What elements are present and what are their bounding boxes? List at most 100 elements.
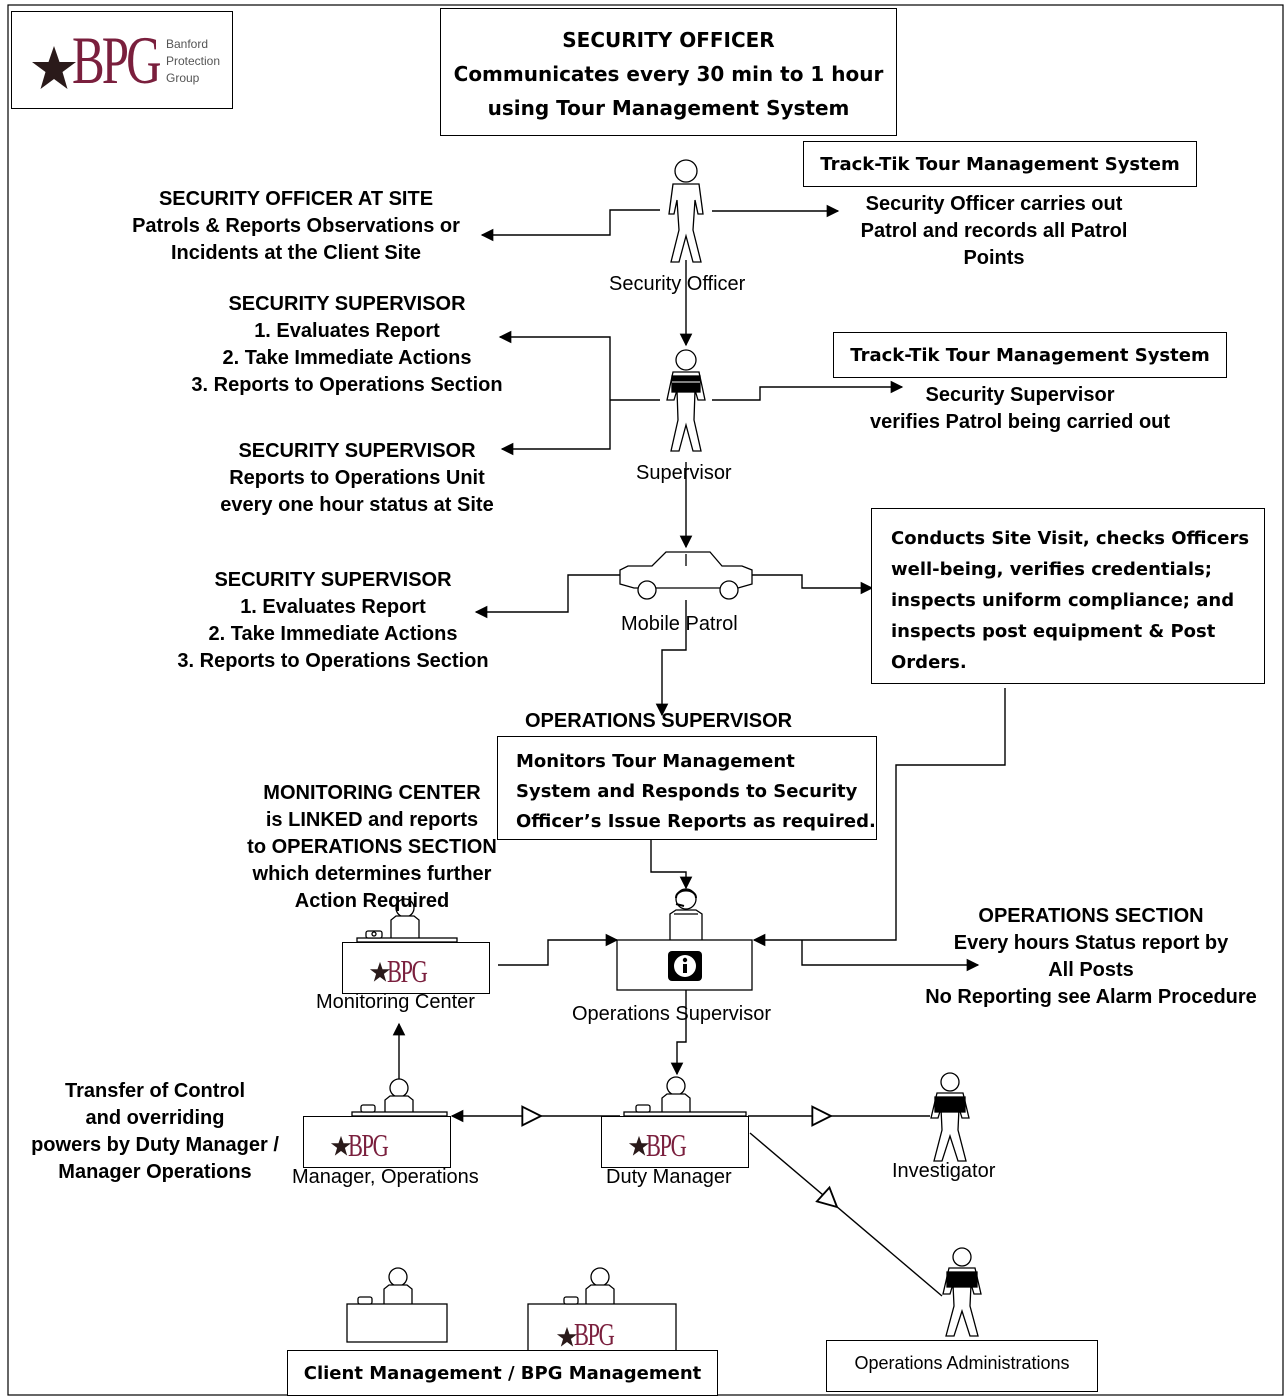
text-line: SECURITY OFFICER AT SITE [158, 188, 434, 210]
text-line: well-being, verifies credentials; [891, 559, 1212, 580]
label-monitoring-center: Monitoring Center [316, 991, 475, 1013]
phone-icon [365, 930, 383, 939]
text-line: SECURITY SUPERVISOR [228, 293, 466, 315]
text-line: Conducts Site Visit, checks Officers [891, 528, 1250, 549]
text-line: powers by Duty Manager / [31, 1134, 279, 1156]
text-line: inspects post equipment & Post [891, 621, 1216, 642]
mini-logo-letters: BPG [348, 1127, 389, 1163]
duty-manager-desk: BPG [601, 1116, 749, 1168]
connector-duty-to-admin [749, 1132, 943, 1297]
header-line: Communicates every 30 min to 1 hour [453, 62, 884, 86]
header-box: SECURITY OFFICER Communicates every 30 m… [440, 8, 897, 136]
text-line: 3. Reports to Operations Section [191, 374, 503, 396]
connector-supervisor-hourly [500, 400, 611, 456]
supervisor-verifies-text: Security Supervisor verifies Patrol bein… [830, 382, 1210, 436]
car-icon [619, 551, 753, 600]
text-line: 1. Evaluates Report [240, 596, 426, 618]
text-line: Every hours Status report by [953, 932, 1229, 954]
logo-box: BPG Banford Protection Group [11, 11, 233, 109]
text-line: SECURITY SUPERVISOR [238, 440, 476, 462]
figure-client-desk-left-icon [346, 1267, 448, 1343]
connector-car-eval2 [474, 574, 622, 619]
logo-company-line: Banford [166, 37, 209, 51]
text-line: Manager Operations [58, 1161, 252, 1183]
header-line: using Tour Management System [487, 96, 850, 120]
tracktik-label: Track-Tik Tour Management System [820, 154, 1180, 175]
manager-operations-desk: BPG [303, 1116, 451, 1168]
text-line: Reports to Operations Unit [229, 467, 485, 489]
text-line: every one hour status at Site [220, 494, 494, 516]
connector-duty-to-admin-head [826, 1197, 837, 1207]
connectors [392, 204, 1006, 1297]
monitoring-center-desk: BPG [342, 942, 490, 994]
figure-ops-admin-icon [942, 1247, 982, 1337]
text-line: Officer’s Issue Reports as required. [516, 811, 876, 832]
figure-monitoring-operator-icon [356, 898, 458, 943]
text-line: No Reporting see Alarm Procedure [925, 986, 1257, 1008]
text-line: Patrol and records all Patrol [860, 220, 1128, 242]
text-line: Monitors Tour Management [516, 751, 795, 772]
figure-investigator-icon [930, 1072, 970, 1162]
operations-section-text: OPERATIONS SECTION Every hours Status re… [900, 903, 1282, 1011]
star-icon [32, 46, 76, 89]
tracktik-box-1: Track-Tik Tour Management System [803, 141, 1197, 187]
supervisor-evaluate-text-2: SECURITY SUPERVISOR 1. Evaluates Report … [148, 567, 518, 675]
logo-company-line: Protection [166, 54, 221, 68]
info-icon [668, 951, 702, 981]
text-line: inspects uniform compliance; and [891, 590, 1235, 611]
text-line: verifies Patrol being carried out [869, 411, 1171, 433]
text-line: 2. Take Immediate Actions [222, 347, 472, 369]
operations-admin-label: Operations Administrations [854, 1353, 1070, 1373]
connector-ops-to-duty [670, 990, 687, 1076]
text-line: SECURITY SUPERVISOR [214, 569, 452, 591]
tracktik-label: Track-Tik Tour Management System [850, 345, 1210, 366]
figure-operations-supervisor-icon [669, 888, 703, 940]
logo-company-name: Banford Protection Group [166, 36, 220, 87]
label-security-officer: Security Officer [609, 273, 746, 295]
connector-officer-to-site [480, 209, 660, 242]
connector-car-sitevisit [752, 574, 874, 595]
label-operations-supervisor: Operations Supervisor [572, 1003, 771, 1025]
figure-duty-manager-icon [623, 1076, 747, 1117]
text-line: and overriding [85, 1107, 225, 1129]
text-line: MONITORING CENTER [263, 782, 481, 804]
star-icon [628, 1135, 650, 1156]
connector-monitoring-to-ops [498, 933, 619, 966]
text-line: Security Supervisor [925, 384, 1115, 406]
text-line: Points [963, 247, 1025, 269]
label-manager-operations: Manager, Operations [292, 1166, 479, 1188]
connector-ops-to-section [801, 940, 980, 972]
label-mobile-patrol: Mobile Patrol [621, 613, 738, 635]
text-line: OPERATIONS SECTION [978, 905, 1204, 927]
operations-admin-box: Operations Administrations [826, 1340, 1098, 1392]
supervisor-hourly-text: SECURITY SUPERVISOR Reports to Operation… [192, 438, 522, 519]
connector-sitevisit-to-ops [752, 688, 1006, 947]
header-line: SECURITY OFFICER [562, 28, 775, 52]
figure-security-officer-icon [668, 159, 704, 263]
label-supervisor: Supervisor [636, 462, 732, 484]
text-line: is LINKED and reports [265, 809, 479, 831]
text-line: 3. Reports to Operations Section [177, 650, 489, 672]
client-management-label: Client Management / BPG Management [303, 1363, 702, 1384]
star-icon [330, 1135, 352, 1156]
text-line: which determines further [252, 863, 492, 885]
figure-supervisor-icon [666, 349, 706, 452]
ops-supervisor-title: OPERATIONS SUPERVISOR [525, 710, 793, 732]
text-line: Transfer of Control [64, 1080, 245, 1102]
connector-opsbox-to-figure [650, 840, 693, 890]
figure-client-desk-right-icon [527, 1267, 677, 1353]
site-visit-box: Conducts Site Visit, checks Officers wel… [871, 508, 1265, 684]
label-investigator: Investigator [892, 1160, 996, 1182]
monitoring-center-text: MONITORING CENTER is LINKED and reports … [222, 780, 522, 915]
text-line: Orders. [891, 652, 967, 673]
text-line: 1. Evaluates Report [254, 320, 440, 342]
client-desk-logo: BPG [530, 1306, 674, 1350]
star-icon [369, 961, 391, 982]
star-icon [556, 1326, 578, 1347]
connector-car-to-ops [655, 600, 687, 717]
figure-manager-operations-icon [351, 1078, 448, 1117]
connector-supervisor-verifies [712, 380, 904, 401]
text-line: 2. Take Immediate Actions [208, 623, 458, 645]
label-duty-manager: Duty Manager [606, 1166, 732, 1188]
text-line: System and Responds to Security [516, 781, 858, 802]
